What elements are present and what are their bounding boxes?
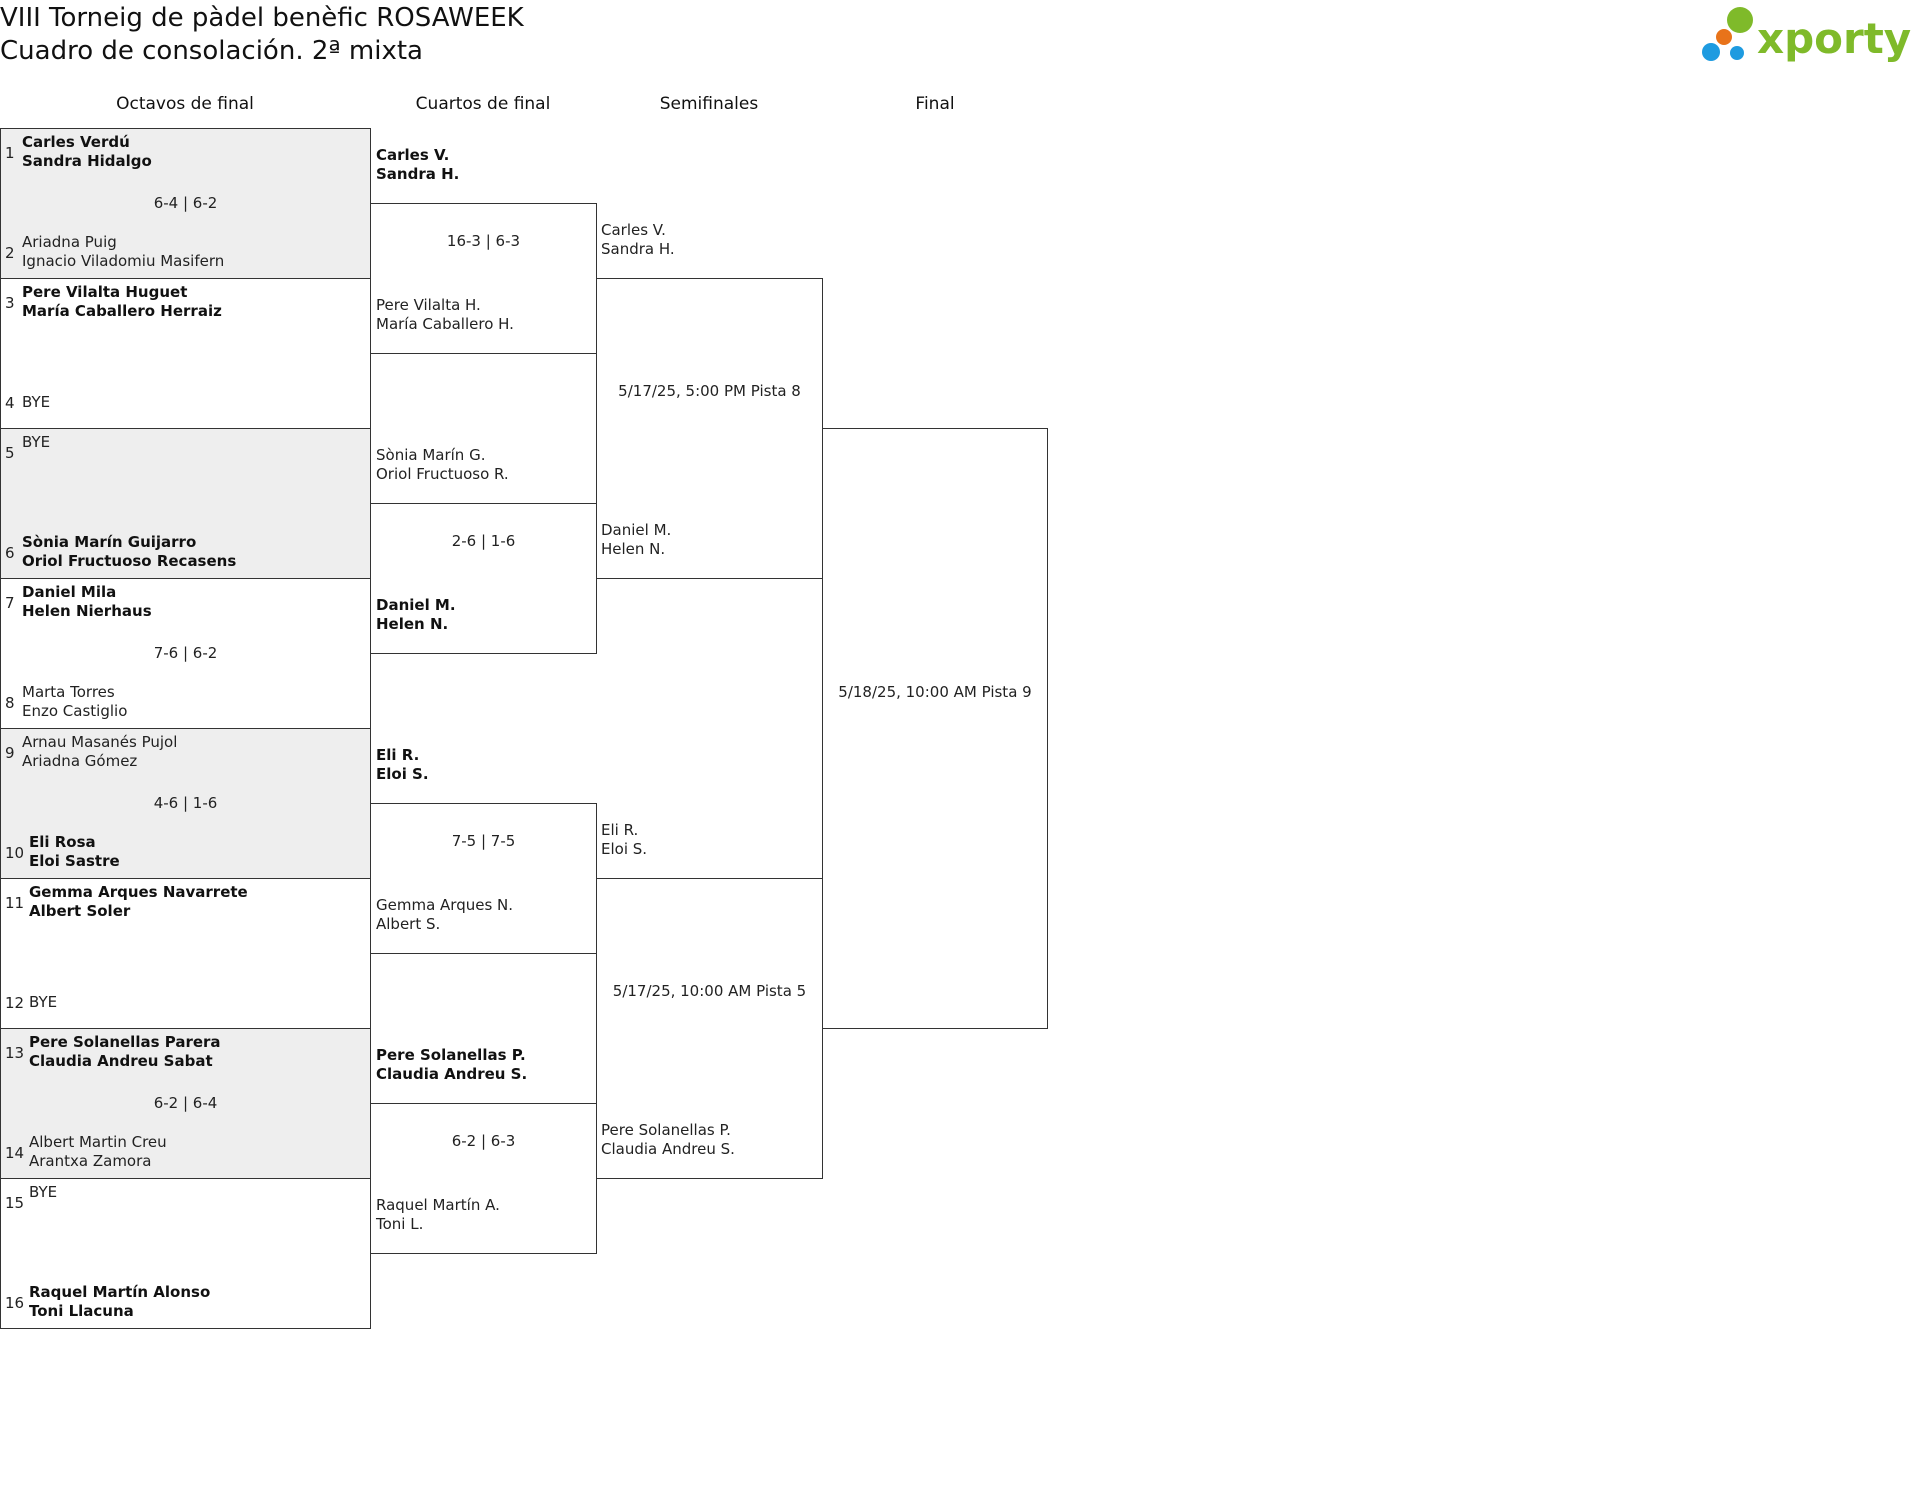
- octavos-match: [0, 128, 371, 279]
- seed-number: 6: [5, 544, 15, 562]
- seed-number: 10: [5, 844, 25, 862]
- match-score: 6-4 | 6-2: [153, 194, 218, 212]
- match-score: 6-2 | 6-4: [153, 1094, 218, 1112]
- team-entry: Daniel M.Helen N.: [376, 596, 456, 633]
- team-entry: BYE: [22, 393, 51, 411]
- match-schedule: 5/18/25, 10:00 AM Pista 9: [838, 683, 1032, 701]
- svg-text:xporty: xporty: [1757, 14, 1911, 63]
- final-match: [822, 428, 1048, 1029]
- match-score: 4-6 | 1-6: [153, 794, 218, 812]
- seed-number: 1: [5, 144, 15, 162]
- match-score: 6-2 | 6-3: [451, 1132, 516, 1150]
- octavos-match: [0, 428, 371, 579]
- team-entry: Raquel Martín A.Toni L.: [376, 1196, 500, 1233]
- team-entry: Eli R.Eloi S.: [601, 821, 648, 858]
- seed-number: 3: [5, 294, 15, 312]
- seed-number: 15: [5, 1194, 25, 1212]
- seed-number: 16: [5, 1294, 25, 1312]
- seed-number: 4: [5, 394, 15, 412]
- team-entry: Gemma Arques N.Albert S.: [376, 896, 514, 933]
- seed-number: 2: [5, 244, 15, 262]
- seed-number: 14: [5, 1144, 25, 1162]
- seed-number: 8: [5, 694, 15, 712]
- team-entry: Pere Solanellas P.Claudia Andreu S.: [376, 1046, 528, 1083]
- draw-subtitle: Cuadro de consolación. 2ª mixta: [0, 36, 423, 66]
- round-header-final: Final: [915, 94, 955, 114]
- seed-number: 7: [5, 594, 15, 612]
- match-score: 2-6 | 1-6: [451, 532, 516, 550]
- match-schedule: 5/17/25, 5:00 PM Pista 8: [618, 382, 801, 400]
- tournament-title: VIII Torneig de pàdel benèfic ROSAWEEK: [0, 3, 524, 33]
- octavos-match: [0, 1028, 371, 1179]
- seed-number: 11: [5, 894, 25, 912]
- round-header-cuartos: Cuartos de final: [415, 94, 551, 114]
- octavos-match: [0, 728, 371, 879]
- round-header-octavos: Octavos de final: [116, 94, 254, 114]
- match-schedule: 5/17/25, 10:00 AM Pista 5: [612, 982, 807, 1000]
- team-entry: Daniel M.Helen N.: [601, 521, 672, 558]
- team-entry: Sònia Marín G.Oriol Fructuoso R.: [376, 446, 509, 483]
- seed-number: 9: [5, 744, 15, 762]
- team-entry: Carles V.Sandra H.: [376, 146, 460, 183]
- team-entry: Carles V.Sandra H.: [601, 221, 675, 258]
- team-entry: BYE: [29, 993, 58, 1011]
- seed-number: 5: [5, 444, 15, 462]
- team-entry: Eli R.Eloi S.: [376, 746, 429, 783]
- team-entry: Pere Solanellas P.Claudia Andreu S.: [601, 1121, 735, 1158]
- team-entry: BYE: [22, 433, 51, 451]
- team-entry: Pere Vilalta H.María Caballero H.: [376, 296, 514, 333]
- round-header-semifinales: Semifinales: [659, 94, 759, 114]
- xporty-logo: xporty: [1702, 7, 1911, 63]
- seed-number: 12: [5, 994, 25, 1012]
- match-score: 7-6 | 6-2: [153, 644, 218, 662]
- team-entry: BYE: [29, 1183, 58, 1201]
- seed-number: 13: [5, 1044, 25, 1062]
- match-score: 7-5 | 7-5: [451, 832, 516, 850]
- match-score: 16-3 | 6-3: [446, 232, 521, 250]
